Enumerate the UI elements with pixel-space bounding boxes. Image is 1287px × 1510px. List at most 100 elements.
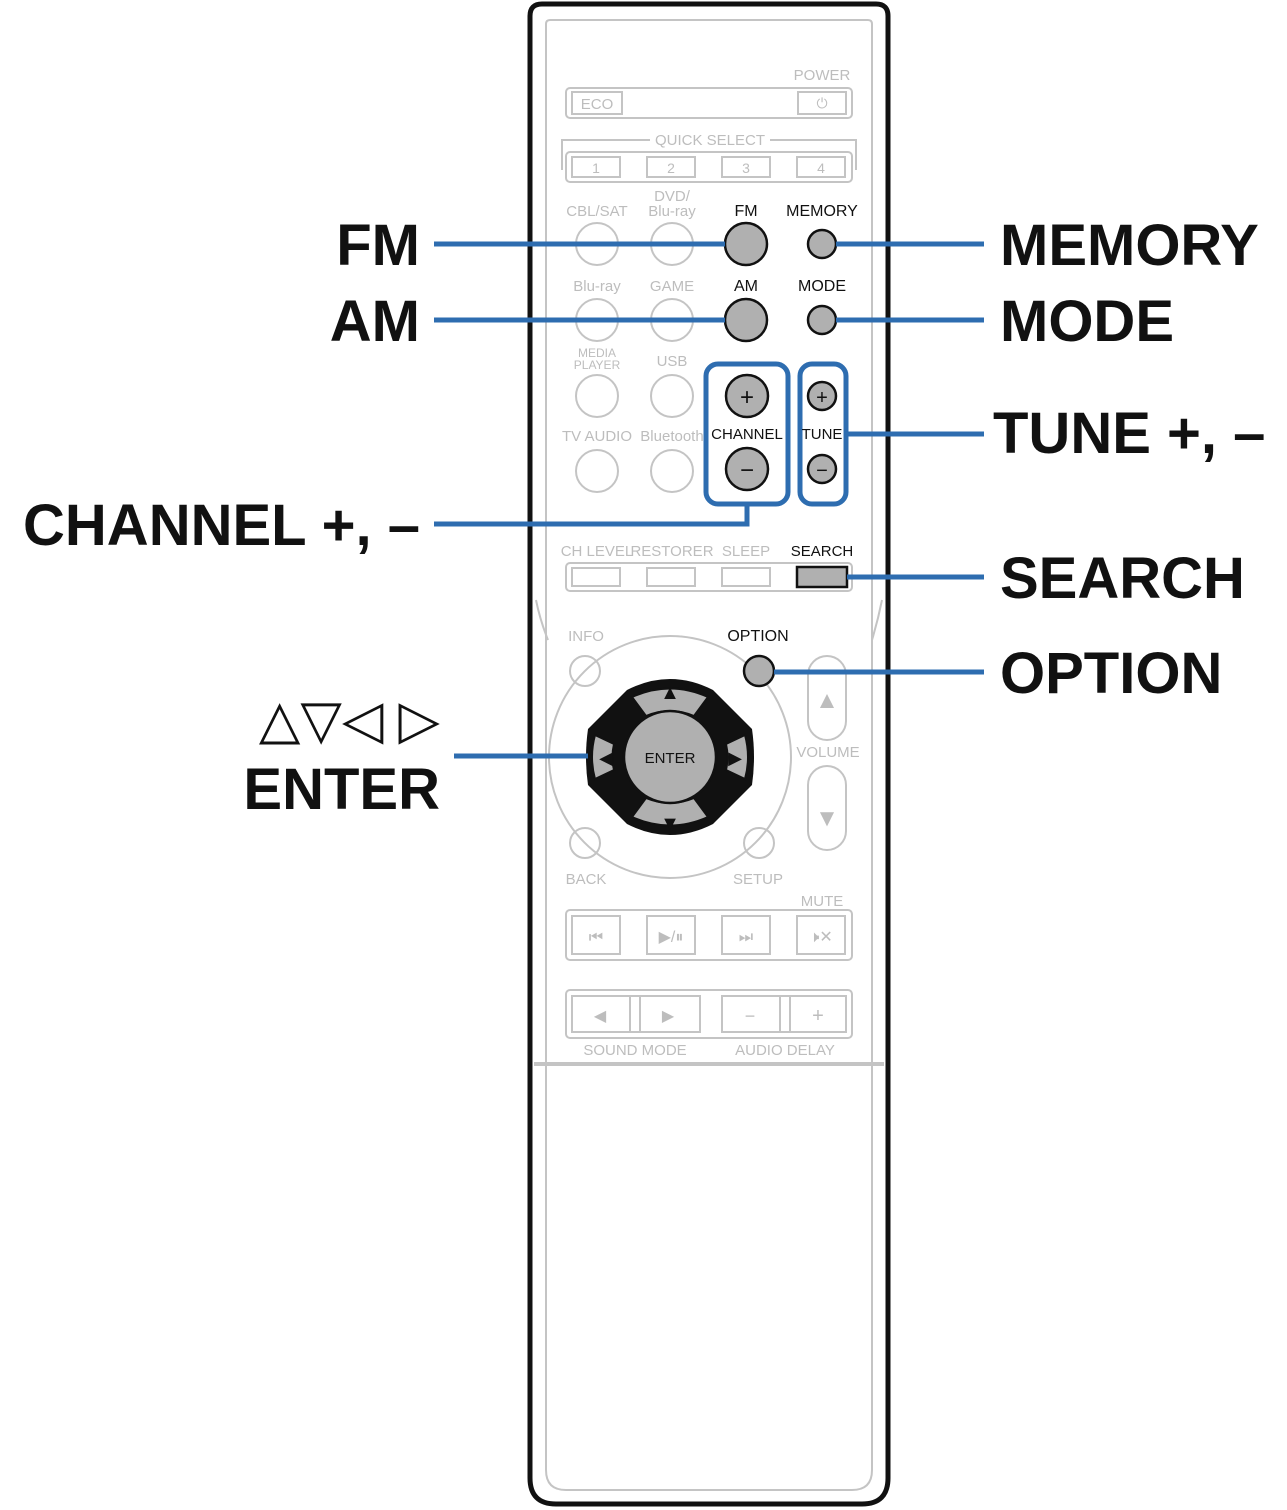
channel-plus-button[interactable] xyxy=(724,373,770,419)
prev-track-button[interactable] xyxy=(571,915,621,955)
bottom-controls: ◀ ▶ − + SOUND MODE AUDIO DELAY xyxy=(565,989,853,1059)
cursor-left-button[interactable] xyxy=(591,733,616,781)
bluetooth-label: Bluetooth xyxy=(640,428,703,445)
channel-callout: CHANNEL +, – xyxy=(23,493,420,558)
callout-labels: FM AM MEMORY MODE TUNE +, – CHANNEL +, –… xyxy=(23,213,1265,822)
next-track-icon: ⏭ xyxy=(739,929,753,946)
info-button[interactable] xyxy=(569,655,601,687)
memory-callout: MEMORY xyxy=(1000,213,1259,278)
sleep-label: SLEEP xyxy=(722,543,770,560)
am-button[interactable] xyxy=(723,297,769,343)
restorer-label: RESTORER xyxy=(630,543,713,560)
search-callout: SEARCH xyxy=(1000,546,1245,611)
play-pause-button[interactable] xyxy=(646,915,696,955)
navigation-area: INFO OPTION BACK SETUP ▲ ▼ ◀ ▶ ENTER ▲ V… xyxy=(535,599,883,888)
source-buttons: CBL/SAT DVD/ Blu-ray FM MEMORY Blu-ray G… xyxy=(562,188,858,493)
quick-select-2-label: 2 xyxy=(667,160,675,176)
mute-label: MUTE xyxy=(801,893,844,910)
dvd-label-line1: DVD/ xyxy=(654,188,691,205)
tune-minus-icon: − xyxy=(816,460,828,482)
eco-label: ECO xyxy=(581,96,614,113)
cursor-down-icon: ▼ xyxy=(660,813,680,835)
play-pause-icon: ▶/⏸ xyxy=(659,929,684,946)
tune-plus-icon: + xyxy=(816,387,828,409)
tv-audio-label: TV AUDIO xyxy=(562,428,632,445)
function-row: CH LEVEL RESTORER SLEEP SEARCH xyxy=(561,543,854,592)
bluetooth-button[interactable] xyxy=(650,449,694,493)
volume-up-button[interactable] xyxy=(807,655,847,741)
power-button[interactable] xyxy=(797,91,847,115)
back-button[interactable] xyxy=(569,827,601,859)
quick-select: QUICK SELECT 1 2 3 4 xyxy=(561,132,857,183)
option-button[interactable] xyxy=(742,654,776,688)
mute-icon: 🕨✕ xyxy=(809,929,833,946)
next-track-button[interactable] xyxy=(721,915,771,955)
media-player-button[interactable] xyxy=(575,374,619,418)
search-button[interactable] xyxy=(795,565,849,589)
quick-select-label: QUICK SELECT xyxy=(655,132,765,149)
tune-plus-button[interactable] xyxy=(806,380,838,412)
quick-select-1-label: 1 xyxy=(592,160,600,176)
sound-mode-right-icon: ▶ xyxy=(662,1008,675,1025)
prev-track-icon: ⏮ xyxy=(589,929,603,946)
quick-select-2-button[interactable] xyxy=(646,156,696,178)
search-button-label: SEARCH xyxy=(791,543,854,560)
cursor-right-icon: ▶ xyxy=(728,748,742,768)
sleep-button[interactable] xyxy=(721,567,771,587)
mode-button[interactable] xyxy=(806,304,838,336)
setup-button[interactable] xyxy=(743,827,775,859)
fm-button[interactable] xyxy=(723,221,769,267)
quick-select-4-button[interactable] xyxy=(796,156,846,178)
enter-button[interactable] xyxy=(622,709,718,805)
tune-minus-button[interactable] xyxy=(806,453,838,485)
channel-minus-button[interactable] xyxy=(724,446,770,492)
quick-select-3-button[interactable] xyxy=(721,156,771,178)
quick-select-3-label: 3 xyxy=(742,160,750,176)
top-row: POWER ECO ⏻ xyxy=(565,67,853,119)
volume-down-icon: ▼ xyxy=(815,805,839,832)
mode-callout: MODE xyxy=(1000,289,1174,354)
ch-level-label: CH LEVEL xyxy=(561,543,634,560)
quick-select-4-label: 4 xyxy=(817,160,825,176)
channel-label: CHANNEL xyxy=(711,426,783,443)
ch-level-button[interactable] xyxy=(571,567,621,587)
usb-label: USB xyxy=(657,353,688,370)
volume-label: VOLUME xyxy=(796,744,859,761)
usb-button[interactable] xyxy=(650,374,694,418)
back-label: BACK xyxy=(566,871,607,888)
option-button-label: OPTION xyxy=(727,628,788,645)
volume-down-button[interactable] xyxy=(807,765,847,851)
tv-audio-button[interactable] xyxy=(575,449,619,493)
dvd-label-line2: Blu-ray xyxy=(648,203,696,220)
setup-label: SETUP xyxy=(733,871,783,888)
eco-button[interactable] xyxy=(571,91,623,115)
channel-minus-icon: − xyxy=(740,457,754,484)
memory-button[interactable] xyxy=(806,228,838,260)
cursor-left-icon: ◀ xyxy=(599,748,613,768)
am-button-label: AM xyxy=(734,278,758,295)
power-icon: ⏻ xyxy=(816,95,827,111)
fm-callout: FM xyxy=(336,213,420,278)
volume-up-icon: ▲ xyxy=(815,687,839,714)
quick-select-1-button[interactable] xyxy=(571,156,621,178)
mode-button-label: MODE xyxy=(798,278,846,295)
game-label: GAME xyxy=(650,278,694,295)
option-callout: OPTION xyxy=(1000,641,1222,706)
sound-mode-left-icon: ◀ xyxy=(594,1008,607,1025)
media-player-label-line2: PLAYER xyxy=(574,358,621,372)
power-label: POWER xyxy=(794,67,851,84)
cursor-arrows-callout: △▽◁ ▷ xyxy=(259,690,441,750)
mute-button[interactable] xyxy=(796,915,846,955)
tune-label: TUNE xyxy=(802,426,843,443)
callout-lines xyxy=(434,241,984,759)
am-callout: AM xyxy=(330,289,420,354)
restorer-button[interactable] xyxy=(646,567,696,587)
cursor-right-button[interactable] xyxy=(724,733,749,781)
cbl-sat-label: CBL/SAT xyxy=(566,203,627,220)
bluray-label: Blu-ray xyxy=(573,278,621,295)
fm-button-label: FM xyxy=(734,203,757,220)
enter-callout: ENTER xyxy=(243,757,440,822)
enter-button-label: ENTER xyxy=(645,750,696,767)
media-player-label-line1: MEDIA xyxy=(578,346,616,360)
